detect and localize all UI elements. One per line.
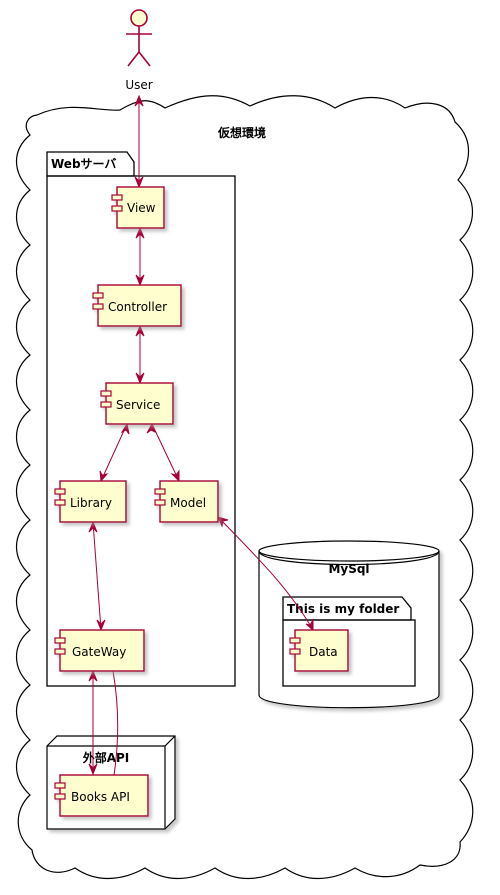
folder-tab [282,596,412,620]
component-model[interactable] [154,480,219,523]
webserver-tab [46,151,135,176]
relation-service-library [100,423,128,482]
my-folder: This is my folder [282,596,416,687]
database-top [258,540,440,562]
user-actor [126,9,152,67]
library-label: Library [70,496,112,510]
actor-label: User [125,78,152,92]
component-data[interactable] [289,629,349,672]
relation-service-model [151,423,180,482]
service-label: Service [116,398,160,412]
component-controller[interactable] [92,284,182,327]
gateway-label: GateWay [72,645,126,659]
relations [92,96,314,776]
database-label: MySql [328,562,369,576]
view-label: View [127,201,156,215]
cloud-label: 仮想環境 [217,125,266,140]
arrowheads [88,94,314,776]
component-library[interactable] [54,480,127,523]
node-label: 外部API [83,750,130,765]
webserver-frame [46,175,236,687]
webserver-label: Webサーバ [51,157,116,171]
relation-library-gateway [92,521,102,631]
folder-label: This is my folder [287,602,399,616]
component-service[interactable] [100,382,174,425]
webserver-package: Webサーバ [46,151,236,687]
model-label: Model [170,496,206,510]
component-books-api[interactable] [54,774,149,817]
relation-books-gateway [112,670,119,776]
data-label: Data [309,645,338,659]
component-gateway[interactable] [54,629,145,672]
component-view[interactable] [111,186,165,229]
actor-head [130,9,148,27]
controller-label: Controller [108,300,167,314]
relation-model-data [217,516,314,631]
books-api-label: Books API [71,790,130,804]
